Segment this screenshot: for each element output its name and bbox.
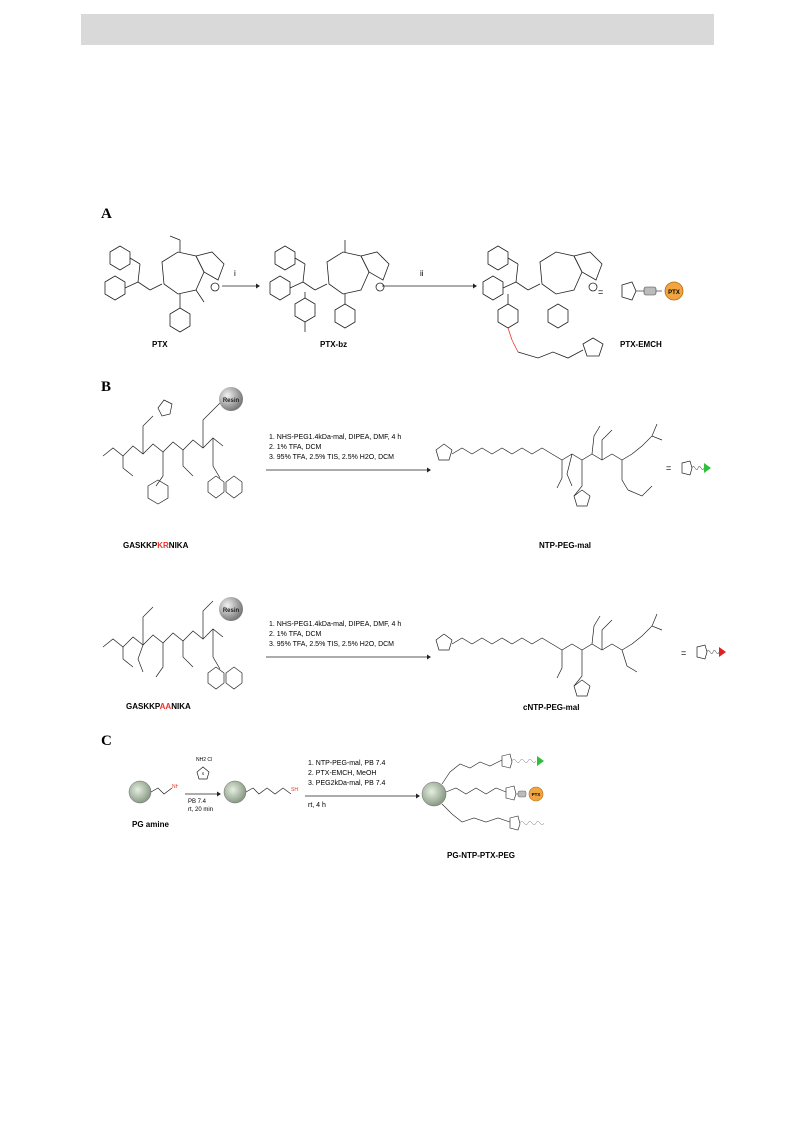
cntp-red-arrow-icon [719, 647, 726, 657]
maleimide-icon [621, 281, 637, 301]
reaction-arrow-b1 [266, 467, 431, 473]
condition-row1-step3: 3. 95% TFA, 2.5% TIS, 2.5% H2O, DCM [269, 454, 395, 461]
condition-c2-step1: 1. NTP-PEG-mal, PB 7.4 [308, 760, 386, 767]
reaction-arrow-ii [382, 283, 477, 289]
conditions-row2: 1. NHS-PEG1.4kDa-mal, DIPEA, DMF, 4 h 2.… [269, 620, 401, 650]
reaction-arrow-c2 [305, 793, 420, 799]
cntp-peg-mal-cartoon [696, 644, 726, 660]
peptide-gaskkpkrnika-structure [98, 386, 258, 526]
compound-label-ptx-emch: PTX-EMCH [620, 340, 662, 349]
step-label-ii: ii [420, 269, 424, 278]
condition-row2-step3: 3. 95% TFA, 2.5% TIS, 2.5% H2O, DCM [269, 641, 395, 648]
product-label-cntp-peg-mal: cNTP-PEG-mal [523, 703, 580, 712]
pg-amine-structure: NH [128, 780, 178, 804]
traut-reagent-label: NH2 Cl [196, 757, 213, 763]
condition-c1-buffer: PB 7.4 [188, 799, 207, 805]
conditions-c1: PB 7.4 rt, 20 min [188, 798, 213, 814]
panel-label-a: A [101, 206, 112, 222]
ptx-drug-icon [664, 281, 684, 301]
cntp-peg-mal-structure [432, 606, 672, 706]
pg-thiol-structure: SH [223, 780, 298, 804]
ptx-bz-structure [265, 232, 395, 342]
sequence-label-row2: GASKKPAANIKA [126, 702, 191, 711]
resin-bead-2: Resin [219, 597, 243, 621]
seq-row2-start: GASKKP [126, 702, 160, 711]
ptx-drug-icon [528, 786, 544, 802]
seq-row1-highlight: KR [157, 541, 169, 550]
reaction-arrow-i [222, 283, 260, 289]
step-label-i: i [234, 269, 236, 278]
product-label-pg-ntp-ptx-peg: PG-NTP-PTX-PEG [447, 851, 516, 860]
ptx-badge-text: PTX [668, 290, 680, 296]
peg-coil-icon [519, 821, 545, 825]
conditions-row1: 1. NHS-PEG1.4kDa-mal, DIPEA, DMF, 4 h 2.… [269, 433, 401, 463]
seq-row1-end: NIKA [168, 541, 189, 550]
compound-label-ptx-bz: PTX-bz [320, 340, 348, 349]
reaction-arrow-b2 [266, 654, 431, 660]
polyglycerol-core-icon [128, 780, 152, 804]
resin-label: Resin [223, 398, 240, 404]
maleimide-icon [681, 460, 693, 476]
start-label-pg-amine: PG amine [132, 820, 169, 829]
svg-text:SH: SH [291, 787, 298, 793]
equals-sign-b1: = [666, 463, 672, 473]
ptx-structure [100, 232, 230, 337]
condition-c2-time: rt, 4 h [308, 802, 326, 809]
ptx-badge-text-c: PTX [532, 792, 541, 797]
maleimide-icon [696, 644, 708, 660]
header-bar [81, 14, 714, 45]
polyglycerol-core-icon [421, 781, 447, 807]
polyglycerol-core-icon [223, 780, 247, 804]
reaction-arrow-c1 [185, 791, 221, 797]
ntp-peg-mal-structure [432, 416, 672, 516]
ptx-emch-structure [478, 232, 608, 372]
ntp-peg-mal-cartoon [681, 460, 711, 476]
traut-reagent-structure: S [196, 766, 210, 780]
panel-label-c: C [101, 733, 112, 749]
ntp-green-arrow-icon [537, 756, 544, 766]
peptide-gaskkpaanika-structure [98, 597, 258, 707]
conditions-c2: 1. NTP-PEG-mal, PB 7.4 2. PTX-EMCH, MeOH… [308, 759, 385, 789]
equals-sign-a: = [598, 287, 604, 297]
product-label-ntp-peg-mal: NTP-PEG-mal [539, 541, 592, 550]
condition-c1-time: rt, 20 min [188, 807, 214, 813]
condition-row1-step2: 2. 1% TFA, DCM [269, 444, 322, 451]
resin-label-2: Resin [223, 608, 240, 614]
condition-row2-step1: 1. NHS-PEG1.4kDa-mal, DIPEA, DMF, 4 h [269, 621, 402, 628]
condition-c2-step3: 3. PEG2kDa-mal, PB 7.4 [308, 780, 386, 787]
panel-label-b: B [101, 379, 112, 395]
seq-row2-highlight: AA [159, 702, 172, 711]
ptx-emch-cartoon: PTX [621, 281, 684, 301]
sequence-label-row1: GASKKPKRNIKA [123, 541, 188, 550]
peg-coil-icon [691, 466, 705, 470]
svg-text:NH: NH [172, 784, 178, 790]
peg-coil-icon [706, 650, 720, 654]
condition-row1-step1: 1. NHS-PEG1.4kDa-mal, DIPEA, DMF, 4 h [269, 434, 402, 441]
ntp-green-arrow-icon [704, 463, 711, 473]
emch-linker-box [643, 286, 657, 296]
condition-row2-step2: 2. 1% TFA, DCM [269, 631, 322, 638]
seq-row1-start: GASKKP [123, 541, 158, 550]
condition-c2-step2: 2. PTX-EMCH, MeOH [308, 770, 377, 777]
resin-bead: Resin [219, 387, 243, 411]
pg-ntp-ptx-peg-structure: PTX [421, 753, 545, 831]
equals-sign-b2: = [681, 648, 687, 658]
svg-text:S: S [202, 771, 205, 776]
compound-label-ptx: PTX [152, 340, 168, 349]
seq-row2-end: NIKA [171, 702, 191, 711]
